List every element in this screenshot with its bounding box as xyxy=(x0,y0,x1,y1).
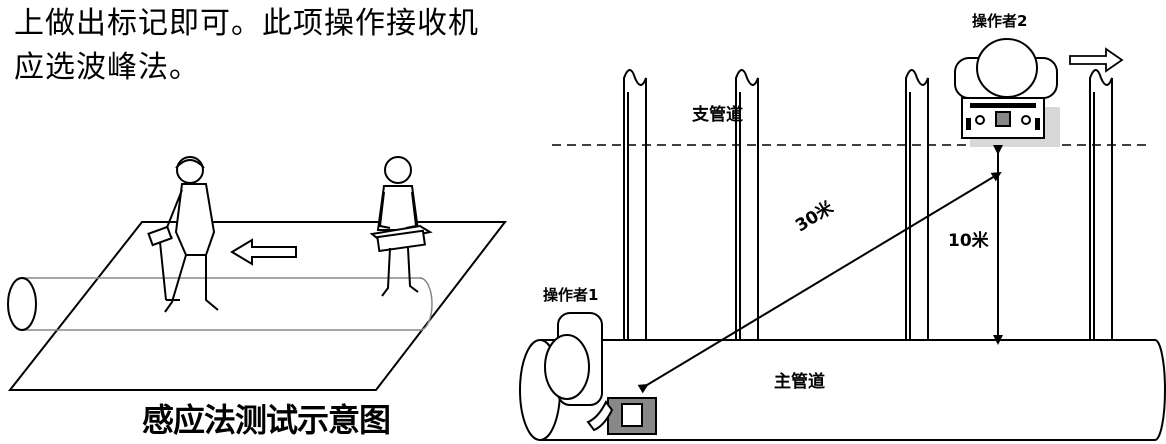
operator-2-label: 操作者2 xyxy=(972,12,1027,30)
branch-pipe-3 xyxy=(905,69,929,345)
branch-pipe-1 xyxy=(623,69,647,345)
diagonal-distance-arrow xyxy=(637,171,1002,394)
operator-1-label: 操作者1 xyxy=(543,286,598,304)
pipe-locating-diagram xyxy=(519,38,1166,441)
main-pipe-label: 主管道 xyxy=(774,371,825,392)
intro-text: 上做出标记即可。此项操作接收机 应选波峰法。 xyxy=(14,2,479,90)
branch-pipe-4 xyxy=(1089,69,1113,345)
intro-line-2: 应选波峰法。 xyxy=(14,50,200,85)
standing-operator-figure xyxy=(369,156,433,297)
operator-2-figure xyxy=(954,38,1060,147)
vertical-distance-label: 10米 xyxy=(948,230,990,251)
operator-1-figure xyxy=(544,312,657,435)
figure-caption: 感应法测试示意图 xyxy=(142,401,391,439)
buried-pipe xyxy=(7,277,433,331)
induction-test-illustration xyxy=(7,156,508,391)
intro-line-1: 上做出标记即可。此项操作接收机 xyxy=(14,6,479,41)
branch-pipe-label: 支管道 xyxy=(692,104,743,125)
right-arrow-icon xyxy=(1069,47,1124,73)
diagonal-distance-label: 30米 xyxy=(792,196,838,236)
walking-operator-figure xyxy=(147,156,219,313)
left-arrow-icon xyxy=(230,238,297,266)
